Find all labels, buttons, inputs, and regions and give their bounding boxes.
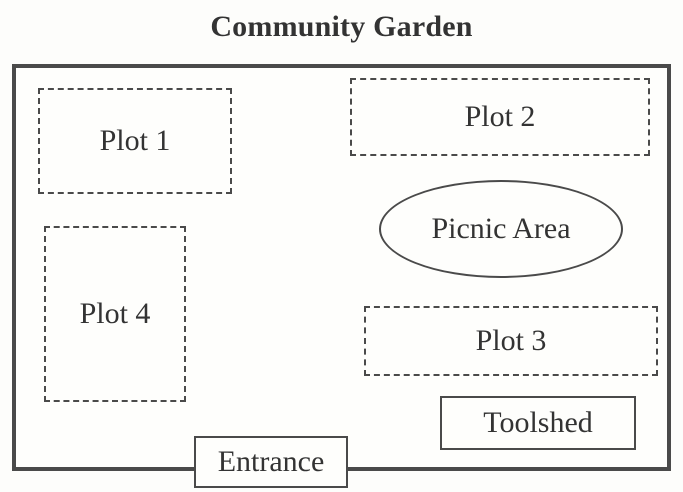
- entrance: Entrance: [194, 436, 348, 488]
- toolshed: Toolshed: [440, 396, 636, 450]
- plot-3: Plot 3: [364, 306, 658, 376]
- picnic-area: Picnic Area: [379, 180, 623, 278]
- diagram-title: Community Garden: [210, 10, 473, 43]
- plot-4: Plot 4: [44, 226, 186, 402]
- plot-2: Plot 2: [350, 78, 650, 156]
- plot-1: Plot 1: [38, 88, 232, 194]
